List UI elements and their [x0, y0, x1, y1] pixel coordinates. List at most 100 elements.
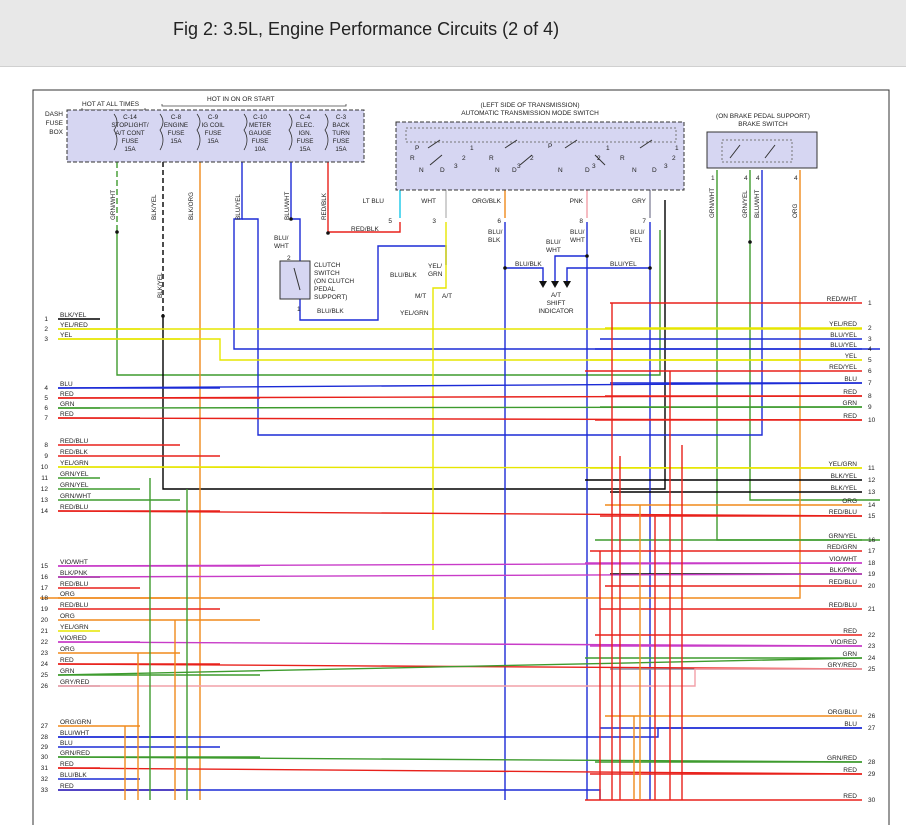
left-pin-number: 27 — [41, 723, 49, 730]
wire-color-label: BLU/WHT — [284, 192, 291, 220]
trans-switch-title: (LEFT SIDE OF TRANSMISSION) — [480, 102, 579, 109]
left-pin-number: 18 — [41, 595, 49, 602]
wire-color-label: ORG/BLK — [472, 198, 502, 205]
wire-blu-yel — [233, 162, 880, 350]
left-wire-label: RED/BLK — [60, 449, 88, 456]
wire-red-through — [57, 395, 863, 399]
fuse-label: 15A — [207, 138, 219, 145]
wire-color-label: RED/BLK — [351, 226, 379, 233]
wire-red-blk — [327, 162, 401, 233]
switch-position-label: D — [652, 167, 657, 174]
fuse-symbol — [159, 113, 164, 151]
right-pin-number: 7 — [868, 380, 872, 387]
hot-in-on-or-start-label: HOT IN ON OR START — [207, 96, 275, 103]
right-pin-number: 25 — [868, 666, 876, 673]
wire-color-label: BLU/WHT — [754, 190, 761, 218]
fuse-label: METER — [249, 122, 271, 129]
clutch-switch-label: PEDAL — [314, 286, 336, 293]
switch-position-label: 2 — [672, 155, 676, 162]
right-pin-number: 17 — [868, 548, 876, 555]
switch-position-label: R — [620, 155, 625, 162]
right-pin-number: 15 — [868, 513, 876, 520]
left-wire-label: GRN/WHT — [60, 493, 91, 500]
left-pin-number: 17 — [41, 585, 49, 592]
wire-blk-yel-2 — [162, 200, 666, 490]
left-wire-label: RED/BLU — [60, 504, 88, 511]
transmission-mode-switch — [395, 121, 685, 191]
left-pin-number: 8 — [44, 442, 48, 449]
wire-color-label: BLK/ORG — [188, 192, 195, 220]
left-pin-number: 31 — [41, 765, 49, 772]
brake-switch-title: (ON BRAKE PEDAL SUPPORT) — [716, 113, 810, 120]
switch-contact — [519, 154, 533, 166]
switch-position-label: P — [415, 145, 419, 152]
fuse-label: 10A — [254, 146, 266, 153]
right-wire-label: GRN/RED — [827, 755, 857, 762]
right-pin-number: 28 — [868, 759, 876, 766]
switch-position-label: 2 — [530, 155, 534, 162]
wire-color-label: YEL/ — [428, 263, 442, 270]
left-pin-number: 28 — [41, 734, 49, 741]
fuse-label: C-10 — [253, 114, 267, 121]
wire-color-label: YEL — [630, 237, 643, 244]
switch-position-label: R — [410, 155, 415, 162]
fuse-label: A/T CONT — [115, 130, 144, 137]
left-wire-label: RED/BLU — [60, 581, 88, 588]
fuse-label: FUSE — [168, 130, 185, 137]
switch-position-label: D — [512, 167, 517, 174]
wire-blu-yel-ind — [566, 222, 651, 281]
left-wire-label: ORG — [60, 613, 75, 620]
right-pin-number: 12 — [868, 477, 876, 484]
left-wire-label: RED — [60, 657, 74, 664]
at-label: A/T — [442, 293, 452, 300]
switch-position-label: R — [489, 155, 494, 162]
fuse-symbol — [196, 113, 201, 151]
left-pin-number: 4 — [44, 385, 48, 392]
wire-gry-red-through — [58, 668, 862, 687]
shift-indicator-arrow — [563, 281, 571, 288]
left-wire-label: BLK/YEL — [60, 312, 87, 319]
right-pin-number: 6 — [868, 368, 872, 375]
left-pin-number: 12 — [41, 486, 49, 493]
pin-number: 7 — [642, 218, 646, 225]
clutch-switch-label: SWITCH — [314, 270, 340, 277]
left-pin-number: 32 — [41, 776, 49, 783]
right-wire-label: BLK/PNK — [830, 567, 858, 574]
wire-vio-red-through — [57, 641, 863, 647]
pin-number: 8 — [579, 218, 583, 225]
wire-blu-wht-2 — [58, 727, 862, 738]
wire-blu-blk-ind — [504, 222, 544, 281]
left-pin-number: 16 — [41, 574, 49, 581]
left-wire-label: ORG — [60, 591, 75, 598]
wire-color-label: BLU/ — [570, 229, 585, 236]
pin-number: 6 — [497, 218, 501, 225]
left-wire-label: VIO/RED — [60, 635, 87, 642]
left-wire-label: YEL/GRN — [60, 460, 89, 467]
left-pin-number: 22 — [41, 639, 49, 646]
left-wire-label: YEL — [60, 332, 73, 339]
wire-color-label: GRN/WHT — [110, 190, 117, 220]
wire-grn-through — [57, 406, 863, 409]
wire-yel-through — [58, 338, 862, 361]
right-wire-label: YEL/RED — [829, 321, 857, 328]
wire-color-label: BLU/BLK — [515, 261, 542, 268]
right-wire-label: GRY/RED — [828, 662, 858, 669]
right-wire-label: RED — [843, 767, 857, 774]
wire-blk-pnk-through — [57, 573, 863, 578]
left-pin-number: 9 — [44, 453, 48, 460]
left-pin-number: 24 — [41, 661, 49, 668]
fuse-label: FUSE — [205, 130, 222, 137]
splice-dot — [115, 230, 119, 234]
right-wire-label: BLK/YEL — [831, 473, 858, 480]
fuse-label: TURN — [332, 130, 350, 137]
brake-switch-title: BRAKE SWITCH — [738, 121, 788, 128]
left-pin-number: 13 — [41, 497, 49, 504]
hot-at-all-times-label: HOT AT ALL TIMES — [82, 101, 140, 108]
fuse-label: C-9 — [208, 114, 219, 121]
switch-contact — [764, 144, 776, 159]
left-wire-label: GRN — [60, 401, 75, 408]
fuse-label: GAUGE — [249, 130, 272, 137]
shift-indicator-label: SHIFT — [547, 300, 566, 307]
clutch-switch-label: CLUTCH — [314, 262, 341, 269]
